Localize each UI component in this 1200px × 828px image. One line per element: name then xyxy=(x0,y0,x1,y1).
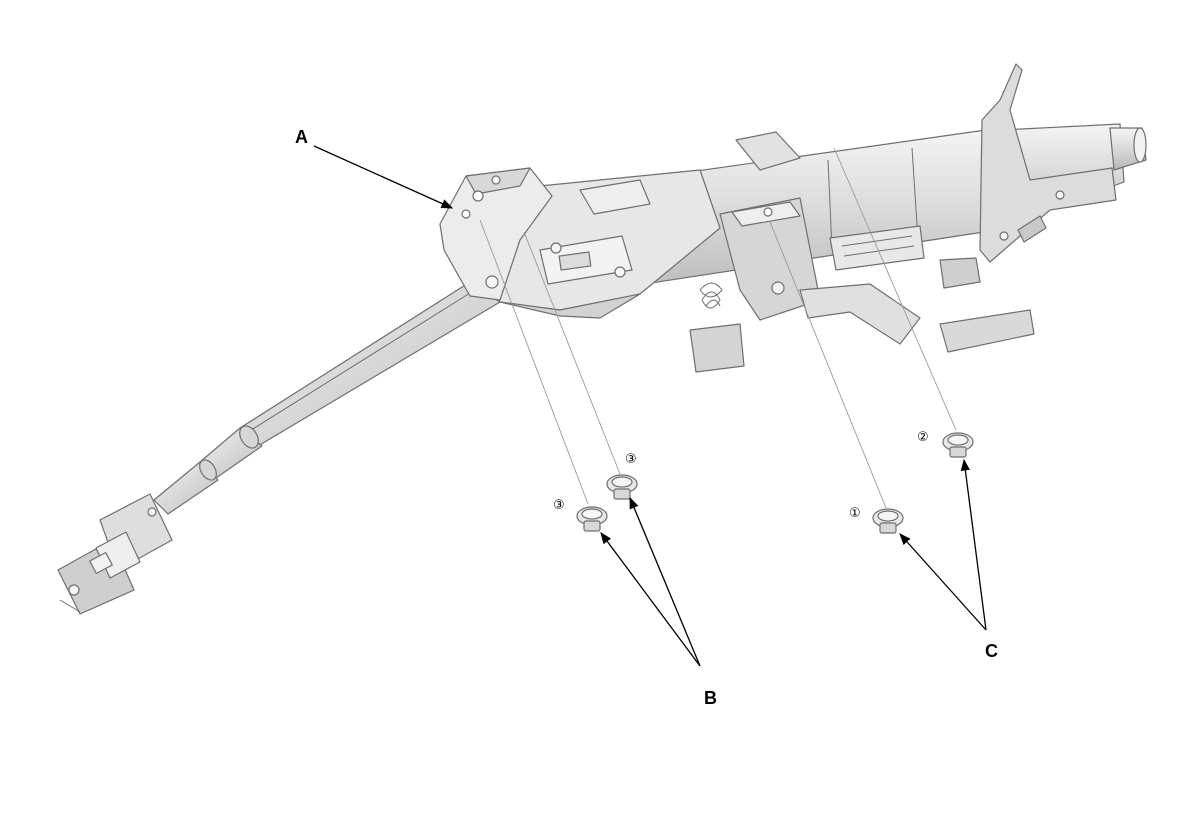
order-number-b-right: ③ xyxy=(625,452,637,467)
callout-a: A xyxy=(295,127,308,147)
callout-c: C xyxy=(985,641,998,661)
bolt-c-left xyxy=(872,508,904,534)
bolt-c-right xyxy=(942,432,974,458)
intermediate-shaft xyxy=(153,281,501,515)
order-number-b-left: ③ xyxy=(553,498,565,513)
bolt-b-right xyxy=(606,474,638,500)
universal-joint xyxy=(57,493,173,615)
bolt-b-left xyxy=(576,506,608,532)
upper-mounting-plate xyxy=(979,63,1117,263)
order-number-c-right: ② xyxy=(917,430,929,445)
alignment-lines xyxy=(479,147,957,509)
leader-lines xyxy=(313,145,987,667)
callout-b: B xyxy=(704,688,717,708)
order-number-c-left: ① xyxy=(849,506,861,521)
bracket-a xyxy=(439,167,553,301)
